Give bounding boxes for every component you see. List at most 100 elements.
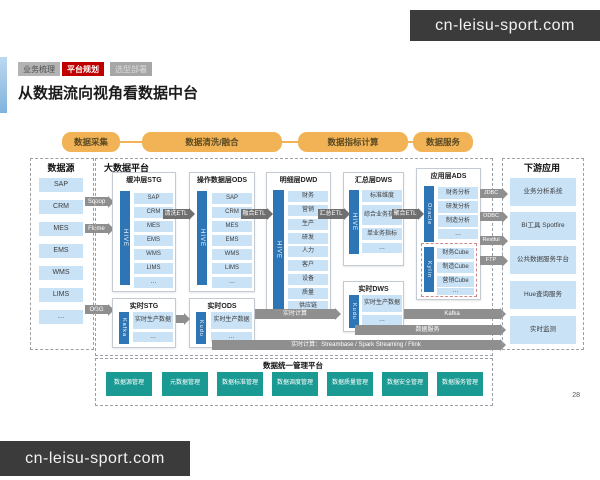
management-title: 数据统一管理平台	[263, 361, 323, 370]
sqoop-arrow: Sqoop	[85, 197, 108, 206]
etl-arrow-dws-ads: 聚合ETL	[392, 209, 418, 219]
source-box: WMS	[39, 266, 83, 280]
etl-arrow-stg-ods: 清洗ETL	[163, 209, 189, 219]
title-accent-bar	[0, 57, 7, 113]
mgmt-box: 数据服务管理	[437, 372, 483, 396]
kylin-cube-zone: Kylin 财务Cube 制造Cube 营销Cube …	[421, 243, 477, 297]
ods-item: MES	[212, 221, 252, 232]
dwd-item: 供应链	[288, 301, 328, 312]
stg-item: EMS	[134, 235, 173, 246]
downstream-app: 业务分析系统	[510, 178, 576, 206]
jdbc-arrow: JDBC	[480, 189, 502, 198]
downstream-app: Hue查询服务	[510, 281, 576, 309]
downstream-app: 公共数据服务平台	[510, 246, 576, 274]
page-title: 从数据流向视角看数据中台	[18, 85, 199, 102]
data-service-arrow: 数据服务	[355, 325, 500, 335]
dwd-item: 营销	[288, 205, 328, 216]
hive-engine-bar: HIVE	[120, 191, 130, 285]
flume-arrow: Flume	[85, 224, 108, 233]
hive-engine-bar: HIVE	[349, 190, 359, 254]
oracle-engine-bar: Oracle	[424, 186, 434, 242]
etl-label: 融合ETL	[242, 211, 266, 217]
stg-item: MES	[134, 221, 173, 232]
ads-item: …	[438, 229, 478, 239]
site-banner-bottom: cn-leisu-sport.com	[0, 441, 190, 476]
flow-step-clean-merge: 数据清洗/融合	[142, 132, 282, 152]
flow-step-collect: 数据采集	[62, 132, 120, 152]
dws-item: 单业务指标	[362, 228, 402, 240]
rt-ods-title: 实时ODS	[207, 303, 237, 310]
cube-item: 财务Cube	[437, 248, 474, 259]
tab-selection-deployment[interactable]: 选型部署	[110, 62, 152, 76]
ods-item: LIMS	[212, 263, 252, 274]
dwd-item: 财务	[288, 191, 328, 202]
kylin-engine-bar: Kylin	[424, 247, 434, 292]
data-service-label: 数据服务	[415, 327, 440, 333]
dwd-item: 质量	[288, 288, 328, 299]
tab-platform-planning[interactable]: 平台规划	[62, 62, 104, 76]
cube-item: …	[437, 288, 474, 295]
cube-item: 制造Cube	[437, 262, 474, 273]
ads-item: 制造分析	[438, 215, 478, 227]
rt-dws-item: 实时生产数据	[362, 295, 402, 312]
mgmt-box: 数据质量管理	[327, 372, 373, 396]
rt-dws-title: 实时DWS	[358, 286, 389, 293]
site-banner-top: cn-leisu-sport.com	[410, 10, 600, 41]
rt-stg-more: …	[133, 332, 173, 342]
odbc-label: ODBC	[483, 212, 499, 219]
dws-item: 标准维度	[362, 190, 402, 202]
layer-stg: 缓冲层STG HIVE SAP CRM MES EMS WMS LIMS …	[112, 172, 176, 292]
kafka-engine-bar: Kafka	[119, 312, 129, 344]
mgmt-box: 数据源管理	[106, 372, 152, 396]
rt-ods-more: …	[211, 332, 252, 342]
ogg-label: OGG	[89, 306, 104, 313]
stg-item: LIMS	[134, 263, 173, 274]
ods-item: EMS	[212, 235, 252, 246]
stg-title: 缓冲层STG	[126, 177, 162, 184]
dwd-item: 客户	[288, 260, 328, 271]
ods-title: 操作数据层ODS	[196, 177, 248, 184]
dwd-title: 明细层DWD	[279, 177, 318, 184]
flow-connector	[408, 141, 413, 143]
restful-arrow: Restful	[480, 236, 502, 245]
rt-engines-label: 实时计算：Streambase / Spark Streaming / Flin…	[291, 342, 421, 348]
sqoop-label: Sqoop	[87, 198, 106, 205]
downstream-title: 下游应用	[523, 163, 560, 173]
cube-item: 营销Cube	[437, 276, 474, 287]
site-domain-bottom: cn-leisu-sport.com	[25, 449, 165, 467]
source-box: …	[39, 310, 83, 324]
rt-ods-item: 实时生产数据	[211, 312, 252, 329]
kudu-engine-bar: Kudu	[349, 295, 359, 328]
mgmt-box: 数据安全管理	[382, 372, 428, 396]
kudu-engine-bar: Kudu	[196, 312, 206, 344]
rt-compute-label: 实时计算	[282, 311, 307, 317]
hive-engine-bar: HIVE	[273, 190, 284, 310]
ftp-label: FTP	[485, 256, 497, 263]
layer-ods: 操作数据层ODS HIVE SAP CRM MES EMS WMS LIMS …	[189, 172, 255, 292]
hive-engine-bar: HIVE	[197, 191, 207, 285]
layer-dws: 汇总层DWS HIVE 标准维度 综合业务指标 单业务指标 …	[343, 172, 404, 266]
mgmt-box: 数据标准管理	[217, 372, 263, 396]
restful-label: Restful	[482, 236, 500, 243]
section-data-sources	[30, 158, 94, 350]
downstream-app: 实时监测	[510, 316, 576, 344]
source-box: MES	[39, 222, 83, 236]
flow-step-metrics: 数据指标计算	[298, 132, 408, 152]
tab-business-sorting[interactable]: 业务梳理	[18, 62, 60, 76]
mgmt-box: 数据调度管理	[272, 372, 318, 396]
ods-item: SAP	[212, 193, 252, 204]
rt-stg-ods-arrow	[176, 315, 184, 323]
stg-item: …	[134, 277, 173, 288]
platform-title: 大数据平台	[104, 163, 150, 173]
ogg-arrow: OGG	[85, 305, 108, 314]
dws-item: …	[362, 243, 402, 253]
ads-title: 应用层ADS	[430, 173, 467, 180]
source-box: SAP	[39, 178, 83, 192]
kafka-arrow: Kafka	[404, 309, 500, 319]
rt-stg-item: 实时生产数据	[133, 312, 173, 329]
ods-item: WMS	[212, 249, 252, 260]
stg-item: WMS	[134, 249, 173, 260]
flow-connector	[120, 141, 142, 143]
ods-item: CRM	[212, 207, 252, 218]
etl-label: 聚合ETL	[393, 211, 417, 217]
